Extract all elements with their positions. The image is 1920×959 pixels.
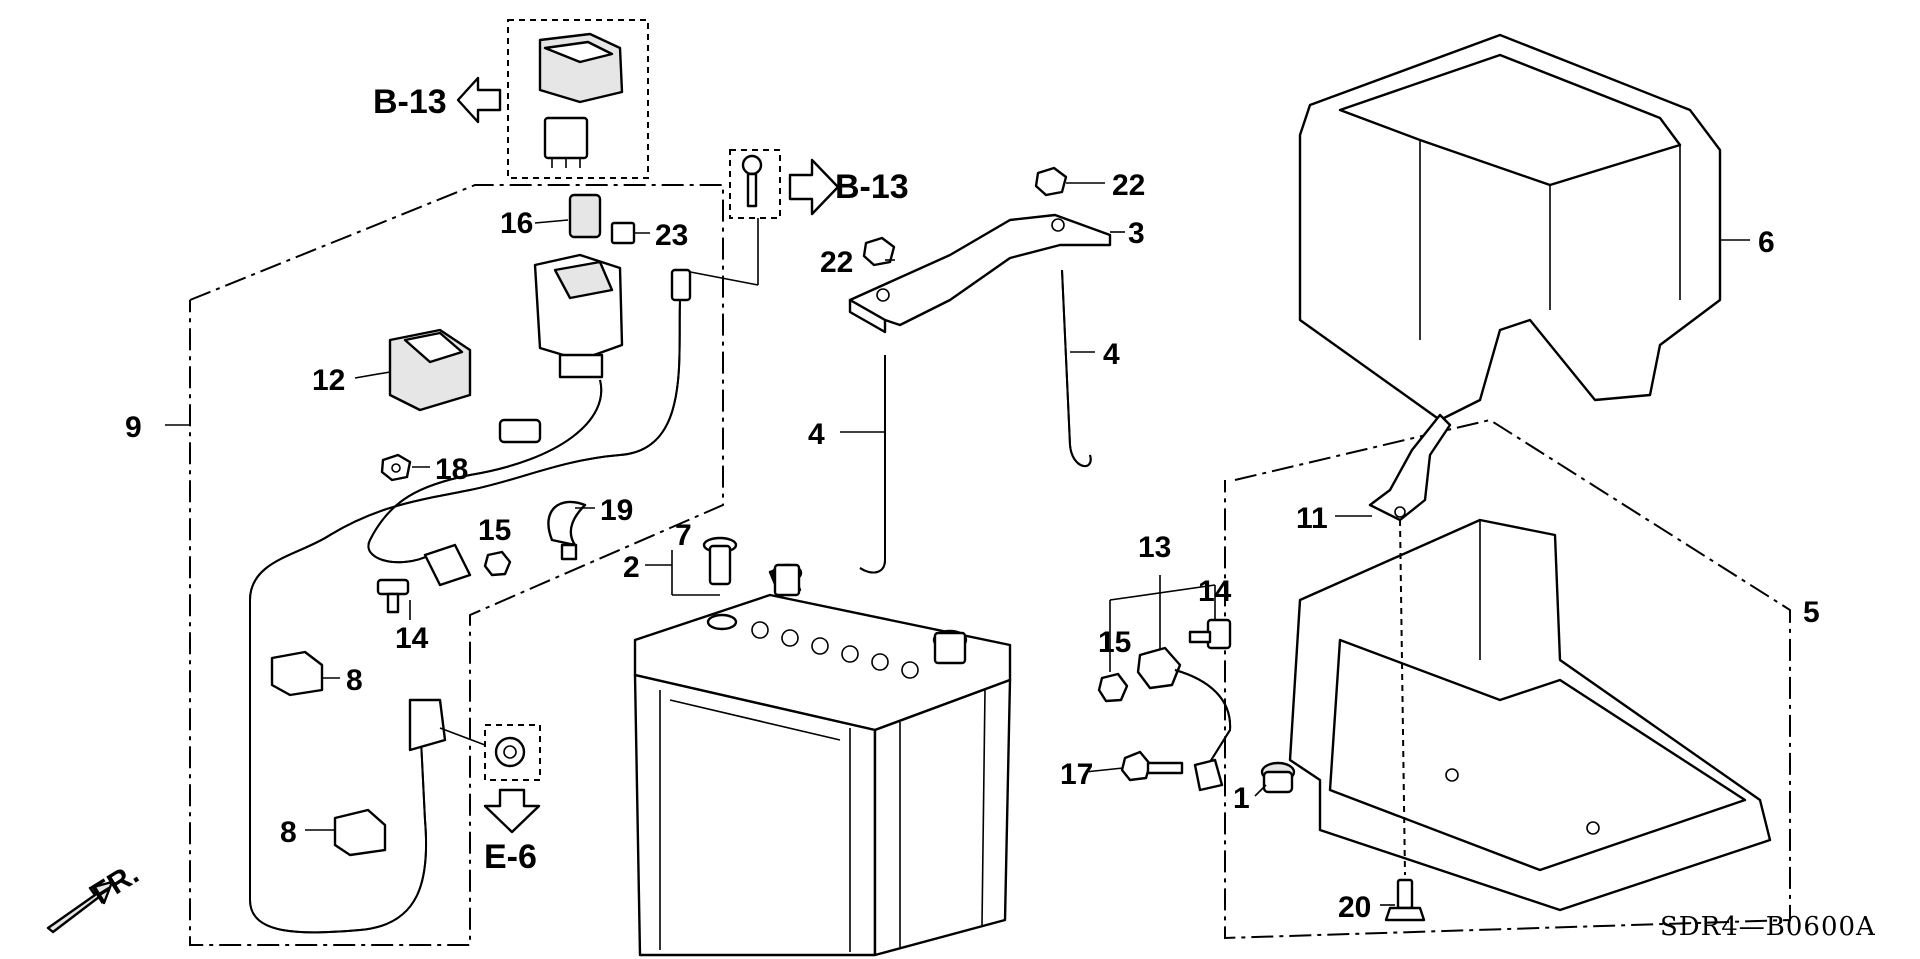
nut-22-left[interactable] (862, 236, 896, 267)
fuse-16[interactable] (568, 193, 602, 239)
callout-labels: 9 12 16 23 18 19 15 14 8 8 7 2 4 4 3 22 … (125, 169, 1820, 924)
nut-15-right[interactable] (1097, 672, 1129, 703)
callout-13: 13 (1138, 531, 1171, 564)
callout-1: 1 (1233, 782, 1250, 815)
callout-14-right: 14 (1198, 575, 1232, 608)
callout-17: 17 (1060, 758, 1093, 791)
bolt-14-right[interactable] (1188, 618, 1232, 650)
callout-18: 18 (435, 453, 468, 486)
callout-7: 7 (675, 519, 692, 552)
ref-arrow-e6[interactable]: E-6 (483, 788, 541, 876)
battery-tray[interactable] (1288, 518, 1772, 912)
callout-5: 5 (1803, 596, 1820, 629)
cable-harness-group-boundary (189, 184, 724, 946)
nut-15-left[interactable] (483, 550, 512, 577)
clamp-8-top[interactable] (270, 650, 324, 697)
clip-19[interactable] (547, 500, 587, 561)
leader-lines (165, 182, 1750, 906)
bolt-20[interactable] (1384, 519, 1426, 922)
bolt-ref-box (679, 149, 781, 286)
callout-15-right: 15 (1098, 626, 1131, 659)
hold-down-rod-4-left[interactable] (859, 355, 886, 574)
ref-arrow-b13-top[interactable]: B-13 (373, 76, 502, 124)
drawing-code: SDR4—B0600A (1660, 912, 1876, 942)
ref-arrow-b13-mid[interactable]: B-13 (788, 158, 909, 216)
callout-20: 20 (1338, 891, 1371, 924)
ground-cable-13[interactable] (1136, 646, 1232, 792)
callout-22-right: 22 (1112, 169, 1145, 202)
callout-8-top: 8 (346, 664, 363, 697)
relay-part-box (507, 19, 649, 179)
callout-14-left: 14 (395, 622, 429, 655)
fuse-block[interactable] (533, 253, 624, 379)
callout-2: 2 (623, 551, 640, 584)
nut-18[interactable] (380, 453, 412, 482)
tray-bracket-11[interactable] (1368, 413, 1452, 522)
bolt-17[interactable] (1120, 750, 1184, 782)
callout-6: 6 (1758, 226, 1775, 259)
callout-23: 23 (655, 219, 688, 252)
callout-11: 11 (1296, 502, 1328, 535)
ref-b13-mid-label: B-13 (835, 168, 909, 206)
callout-15-left: 15 (478, 514, 511, 547)
battery-cover-6[interactable] (1298, 33, 1722, 422)
callout-4-right: 4 (1103, 338, 1120, 371)
callout-12: 12 (312, 364, 345, 397)
hold-down-rod-4-right[interactable] (1061, 269, 1092, 468)
hold-down-bracket-3[interactable] (848, 213, 1112, 334)
battery-cable-harness (249, 268, 692, 934)
callout-3: 3 (1128, 217, 1145, 250)
grommet-ref-box (439, 724, 541, 781)
nut-22-right[interactable] (1034, 166, 1068, 197)
callout-8-bottom: 8 (280, 816, 297, 849)
grommet-1[interactable] (1260, 761, 1296, 794)
battery[interactable] (633, 563, 1012, 957)
fuse-23[interactable] (610, 221, 636, 245)
vent-plug-7[interactable] (702, 536, 738, 586)
callout-22-left: 22 (820, 246, 853, 279)
callout-16: 16 (500, 207, 533, 240)
front-direction-label: FR. (86, 857, 144, 911)
ref-e6-label: E-6 (484, 838, 537, 876)
front-direction-arrow: FR. (46, 857, 145, 934)
terminal-cover-12[interactable] (388, 328, 472, 412)
callout-9: 9 (125, 411, 142, 444)
callout-4-left: 4 (808, 418, 825, 451)
clamp-8-bottom[interactable] (333, 808, 387, 857)
ref-b13-top-label: B-13 (373, 83, 447, 121)
callout-19: 19 (600, 494, 633, 527)
bolt-14-left[interactable] (376, 578, 410, 614)
